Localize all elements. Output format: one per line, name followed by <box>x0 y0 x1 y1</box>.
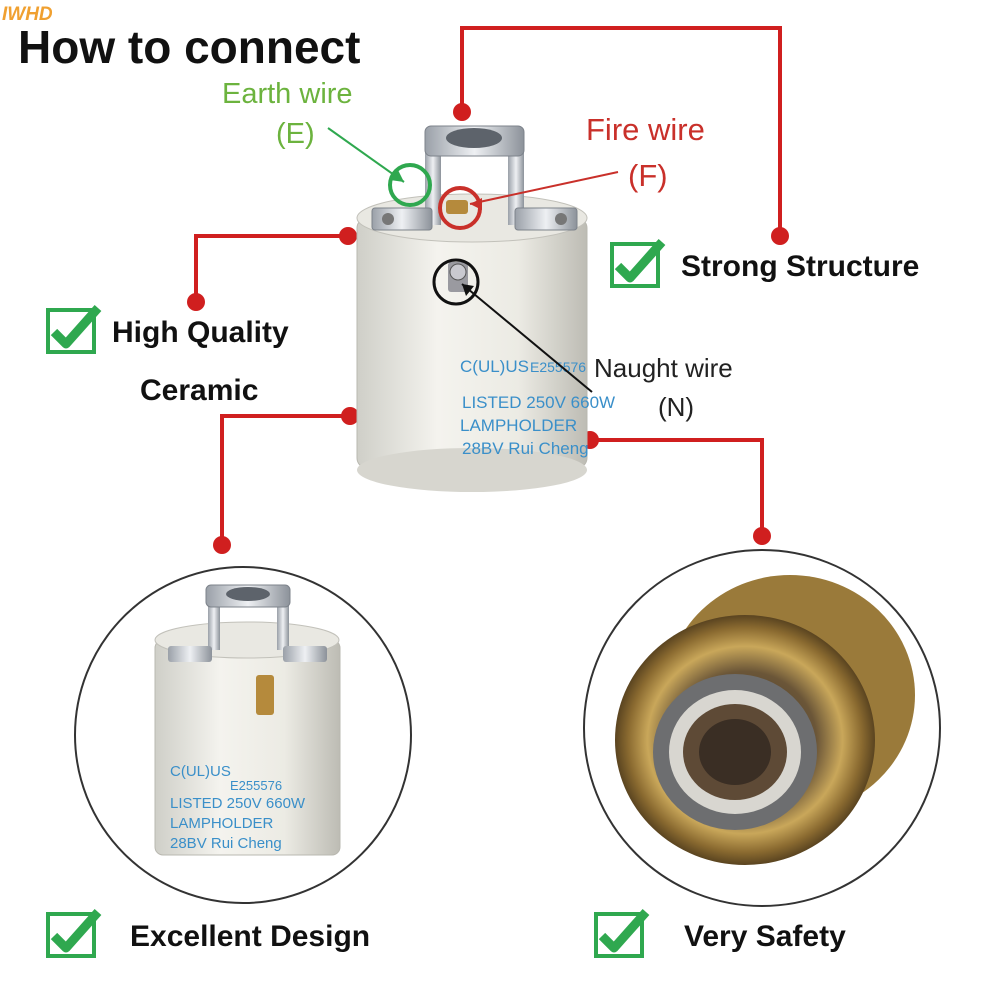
feature-very-safety: Very Safety <box>684 920 846 953</box>
brass-socket-image <box>615 575 915 865</box>
svg-text:LAMPHOLDER: LAMPHOLDER <box>170 815 274 832</box>
pointer-arrows <box>327 127 619 393</box>
dot <box>213 536 231 554</box>
feature-high-quality: High Quality <box>112 316 289 349</box>
dot <box>187 293 205 311</box>
earth-marker-circle <box>388 163 432 207</box>
page-title: How to connect <box>18 21 361 73</box>
svg-text:E255576: E255576 <box>230 778 282 793</box>
connector-excellent-design <box>220 414 350 545</box>
svg-text:LISTED 250V 660W: LISTED 250V 660W <box>170 795 306 812</box>
svg-text:28BV Rui Cheng: 28BV Rui Cheng <box>462 439 589 458</box>
small-socket-print: C(UL)US E255576 LISTED 250V 660W LAMPHOL… <box>170 763 306 852</box>
check-icon <box>46 305 102 354</box>
dot <box>339 227 357 245</box>
svg-text:28BV Rui Cheng: 28BV Rui Cheng <box>170 835 282 852</box>
connector-strong-structure <box>460 26 782 236</box>
check-icon <box>594 909 650 958</box>
dot <box>771 227 789 245</box>
naught-wire-code: (N) <box>658 392 695 422</box>
naught-marker-circle <box>432 258 480 306</box>
brand-logo: IWHD <box>2 4 53 25</box>
connector-very-safety <box>590 438 764 536</box>
feature-excellent-design: Excellent Design <box>130 920 371 953</box>
svg-text:E255576: E255576 <box>530 359 586 375</box>
connector-lines <box>194 26 782 545</box>
feature-strong-structure: Strong Structure <box>681 250 920 283</box>
check-icon <box>610 239 666 288</box>
connector-dots <box>187 103 789 554</box>
dot <box>341 407 359 425</box>
feature-ceramic: Ceramic <box>140 374 259 407</box>
main-lampholder-image <box>356 125 588 492</box>
svg-text:LISTED 250V 660W: LISTED 250V 660W <box>462 393 615 412</box>
dot <box>453 103 471 121</box>
small-lampholder-image <box>154 584 341 856</box>
check-icon <box>46 909 102 958</box>
earth-wire-code: (E) <box>276 118 315 150</box>
ul-mark: C(UL)US <box>460 357 529 376</box>
connector-high-quality <box>194 234 348 302</box>
earth-wire-label: Earth wire <box>222 78 353 110</box>
fire-wire-code: (F) <box>628 158 668 193</box>
fire-wire-label: Fire wire <box>586 112 705 147</box>
svg-text:LAMPHOLDER: LAMPHOLDER <box>460 416 577 435</box>
main-socket-print: C(UL)US E255576 LISTED 250V 660W LAMPHOL… <box>460 357 615 458</box>
dot <box>753 527 771 545</box>
svg-text:C(UL)US: C(UL)US <box>170 763 231 780</box>
naught-wire-label: Naught wire <box>594 353 733 383</box>
